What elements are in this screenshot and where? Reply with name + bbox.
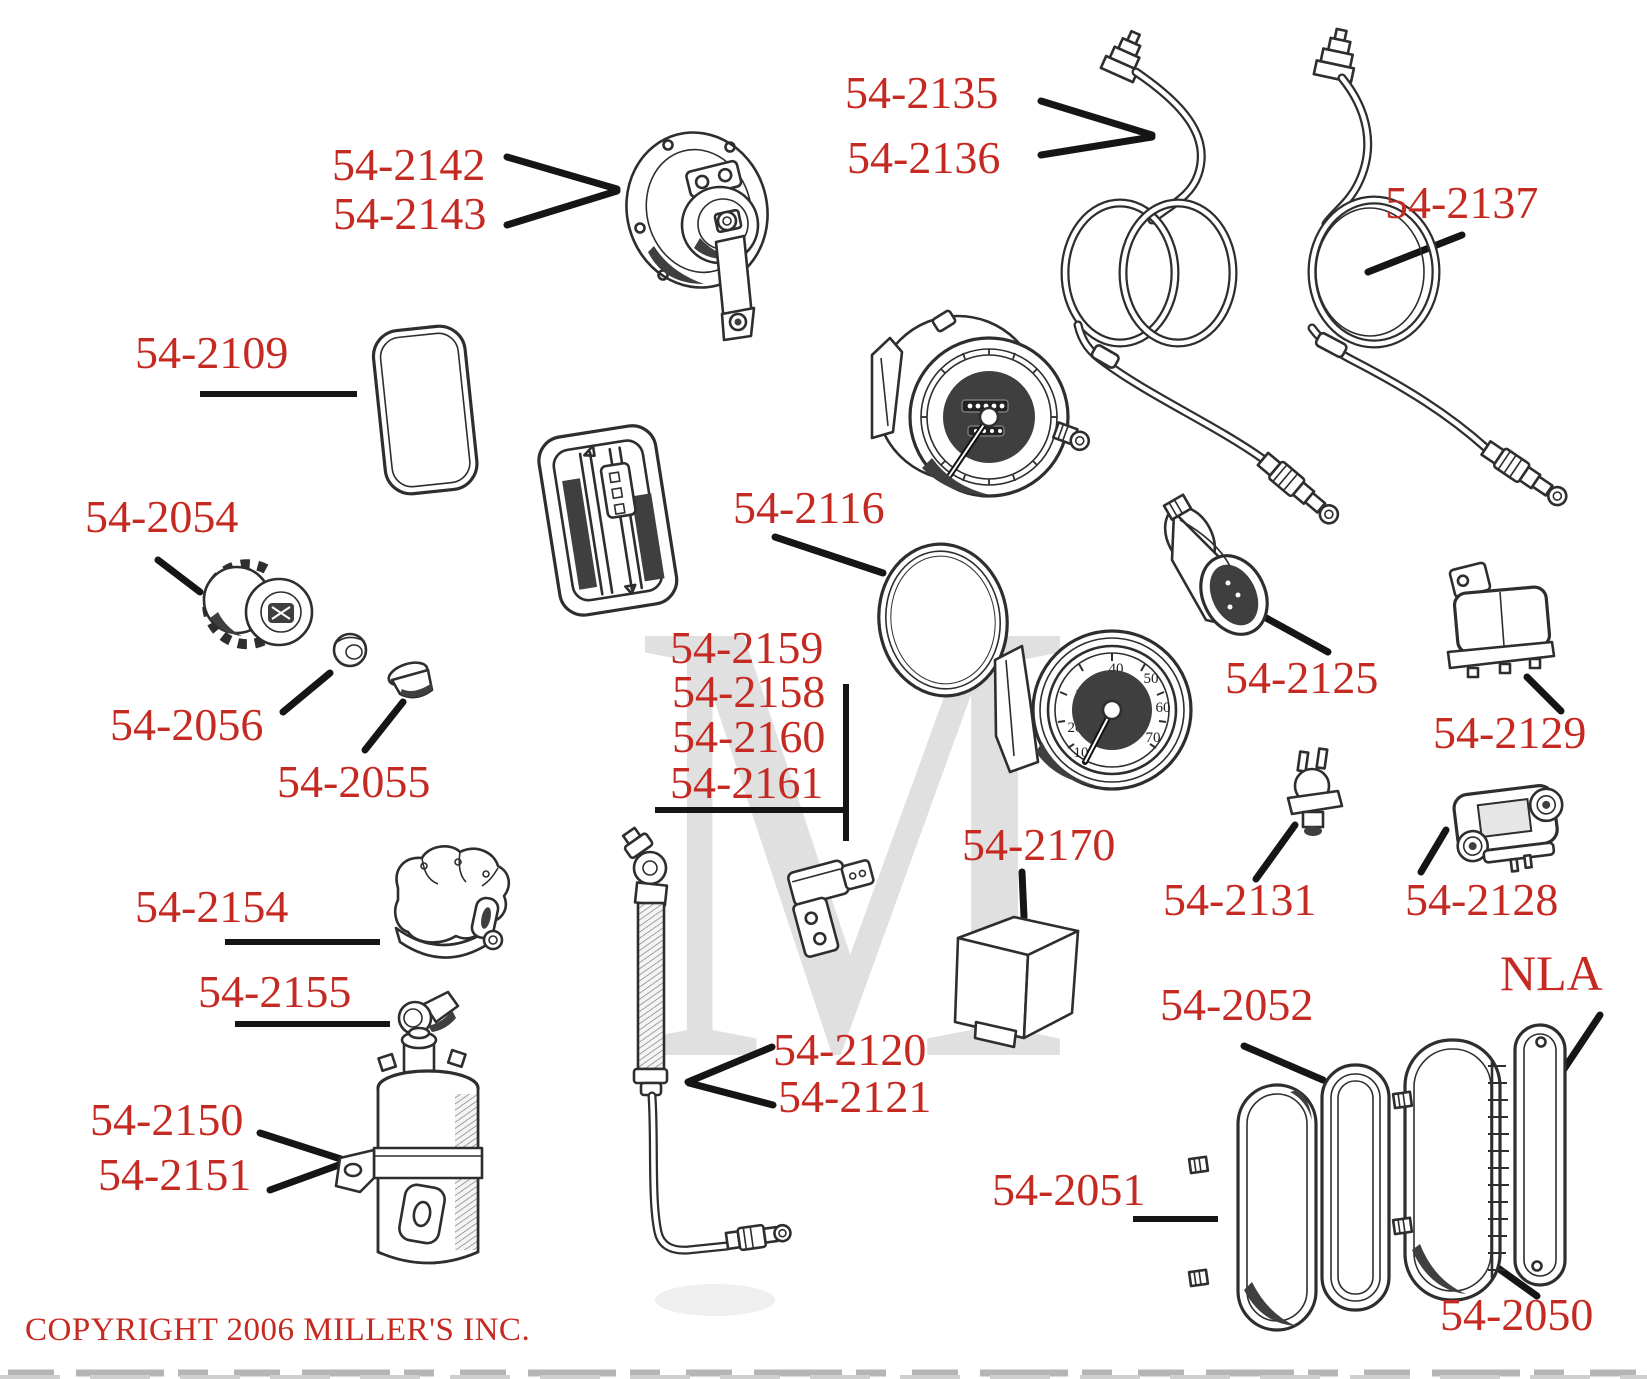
speedometer-cable-short-drawing [1307, 27, 1568, 507]
part-label-54-2143: 54-2143 [333, 188, 487, 239]
part-label-54-2161: 54-2161 [670, 757, 824, 808]
part-label-54-2159: 54-2159 [670, 622, 824, 673]
control-box-drawing [537, 424, 679, 617]
instrument-glass-seal-drawing [371, 324, 479, 496]
part-label-54-2158: 54-2158 [672, 666, 826, 717]
part-label-54-2052: 54-2052 [1160, 979, 1314, 1030]
part-label-54-2137: 54-2137 [1385, 177, 1539, 228]
part-label-54-2129: 54-2129 [1433, 707, 1587, 758]
small-gauge-rear-drawing [1162, 493, 1269, 636]
part-label-54-2135: 54-2135 [845, 67, 999, 118]
lamp-lens-drawing [1187, 1083, 1318, 1332]
ignition-coil-drawing [334, 1026, 484, 1265]
flexible-pipe-drawing [621, 826, 792, 1255]
brake-switch-drawing [1286, 747, 1344, 836]
tachometer-front-drawing: 10 20 30 40 50 60 70 [993, 629, 1193, 791]
relay-drawing [1446, 561, 1556, 679]
leader-lines [154, 97, 1604, 1300]
part-label-54-2120: 54-2120 [773, 1024, 927, 1075]
gauge-bezel-drawing [877, 542, 1009, 698]
part-label-54-2055: 54-2055 [277, 756, 431, 807]
part-label-54-2128: 54-2128 [1405, 874, 1559, 925]
part-label-54-2109: 54-2109 [135, 327, 289, 378]
speedometer-rear-drawing [870, 309, 1091, 498]
part-label-54-2150: 54-2150 [90, 1094, 244, 1145]
lamp-body-drawing [1391, 1038, 1509, 1302]
rotor-arm-drawing [397, 990, 460, 1036]
part-label-54-2056: 54-2056 [110, 699, 264, 750]
pulley-nut-drawing [332, 632, 368, 668]
part-label-54-2050: 54-2050 [1440, 1289, 1594, 1340]
svg-text:50: 50 [1144, 671, 1159, 687]
part-label-54-2116: 54-2116 [733, 482, 885, 533]
part-label-54-2142: 54-2142 [332, 139, 486, 190]
part-label-54-2131: 54-2131 [1163, 874, 1317, 925]
part-label-54-2170: 54-2170 [962, 819, 1116, 870]
part-label-54-2121: 54-2121 [778, 1071, 932, 1122]
fuse-box-drawing [1452, 784, 1564, 873]
svg-text:60: 60 [1156, 700, 1171, 716]
distributor-cap-drawing [394, 845, 511, 959]
wing-nut-drawing [387, 661, 434, 699]
part-label-54-2160: 54-2160 [672, 711, 826, 762]
part-label-54-2136: 54-2136 [847, 132, 1001, 183]
flasher-unit-drawing [953, 915, 1080, 1049]
dynamo-pulley-drawing [202, 559, 314, 650]
scan-noise-strip [0, 1284, 1647, 1379]
svg-text:70: 70 [1146, 730, 1161, 746]
part-label-54-2054: 54-2054 [85, 491, 239, 542]
part-label-nla: NLA [1500, 945, 1603, 1001]
part-label-54-2051: 54-2051 [992, 1164, 1146, 1215]
lamp-gasket-drawing [1320, 1063, 1391, 1312]
speedometer-cable-long-drawing [1060, 29, 1340, 525]
part-label-54-2125: 54-2125 [1225, 652, 1379, 703]
part-label-54-2155: 54-2155 [198, 966, 352, 1017]
part-label-54-2154: 54-2154 [135, 881, 289, 932]
lamp-mount-gasket-drawing [1513, 1023, 1567, 1287]
horn-drawing [625, 131, 769, 342]
stop-lamp-switch-drawing [787, 859, 875, 958]
part-label-54-2151: 54-2151 [98, 1149, 252, 1200]
copyright-text: COPYRIGHT 2006 MILLER'S INC. [25, 1312, 531, 1348]
